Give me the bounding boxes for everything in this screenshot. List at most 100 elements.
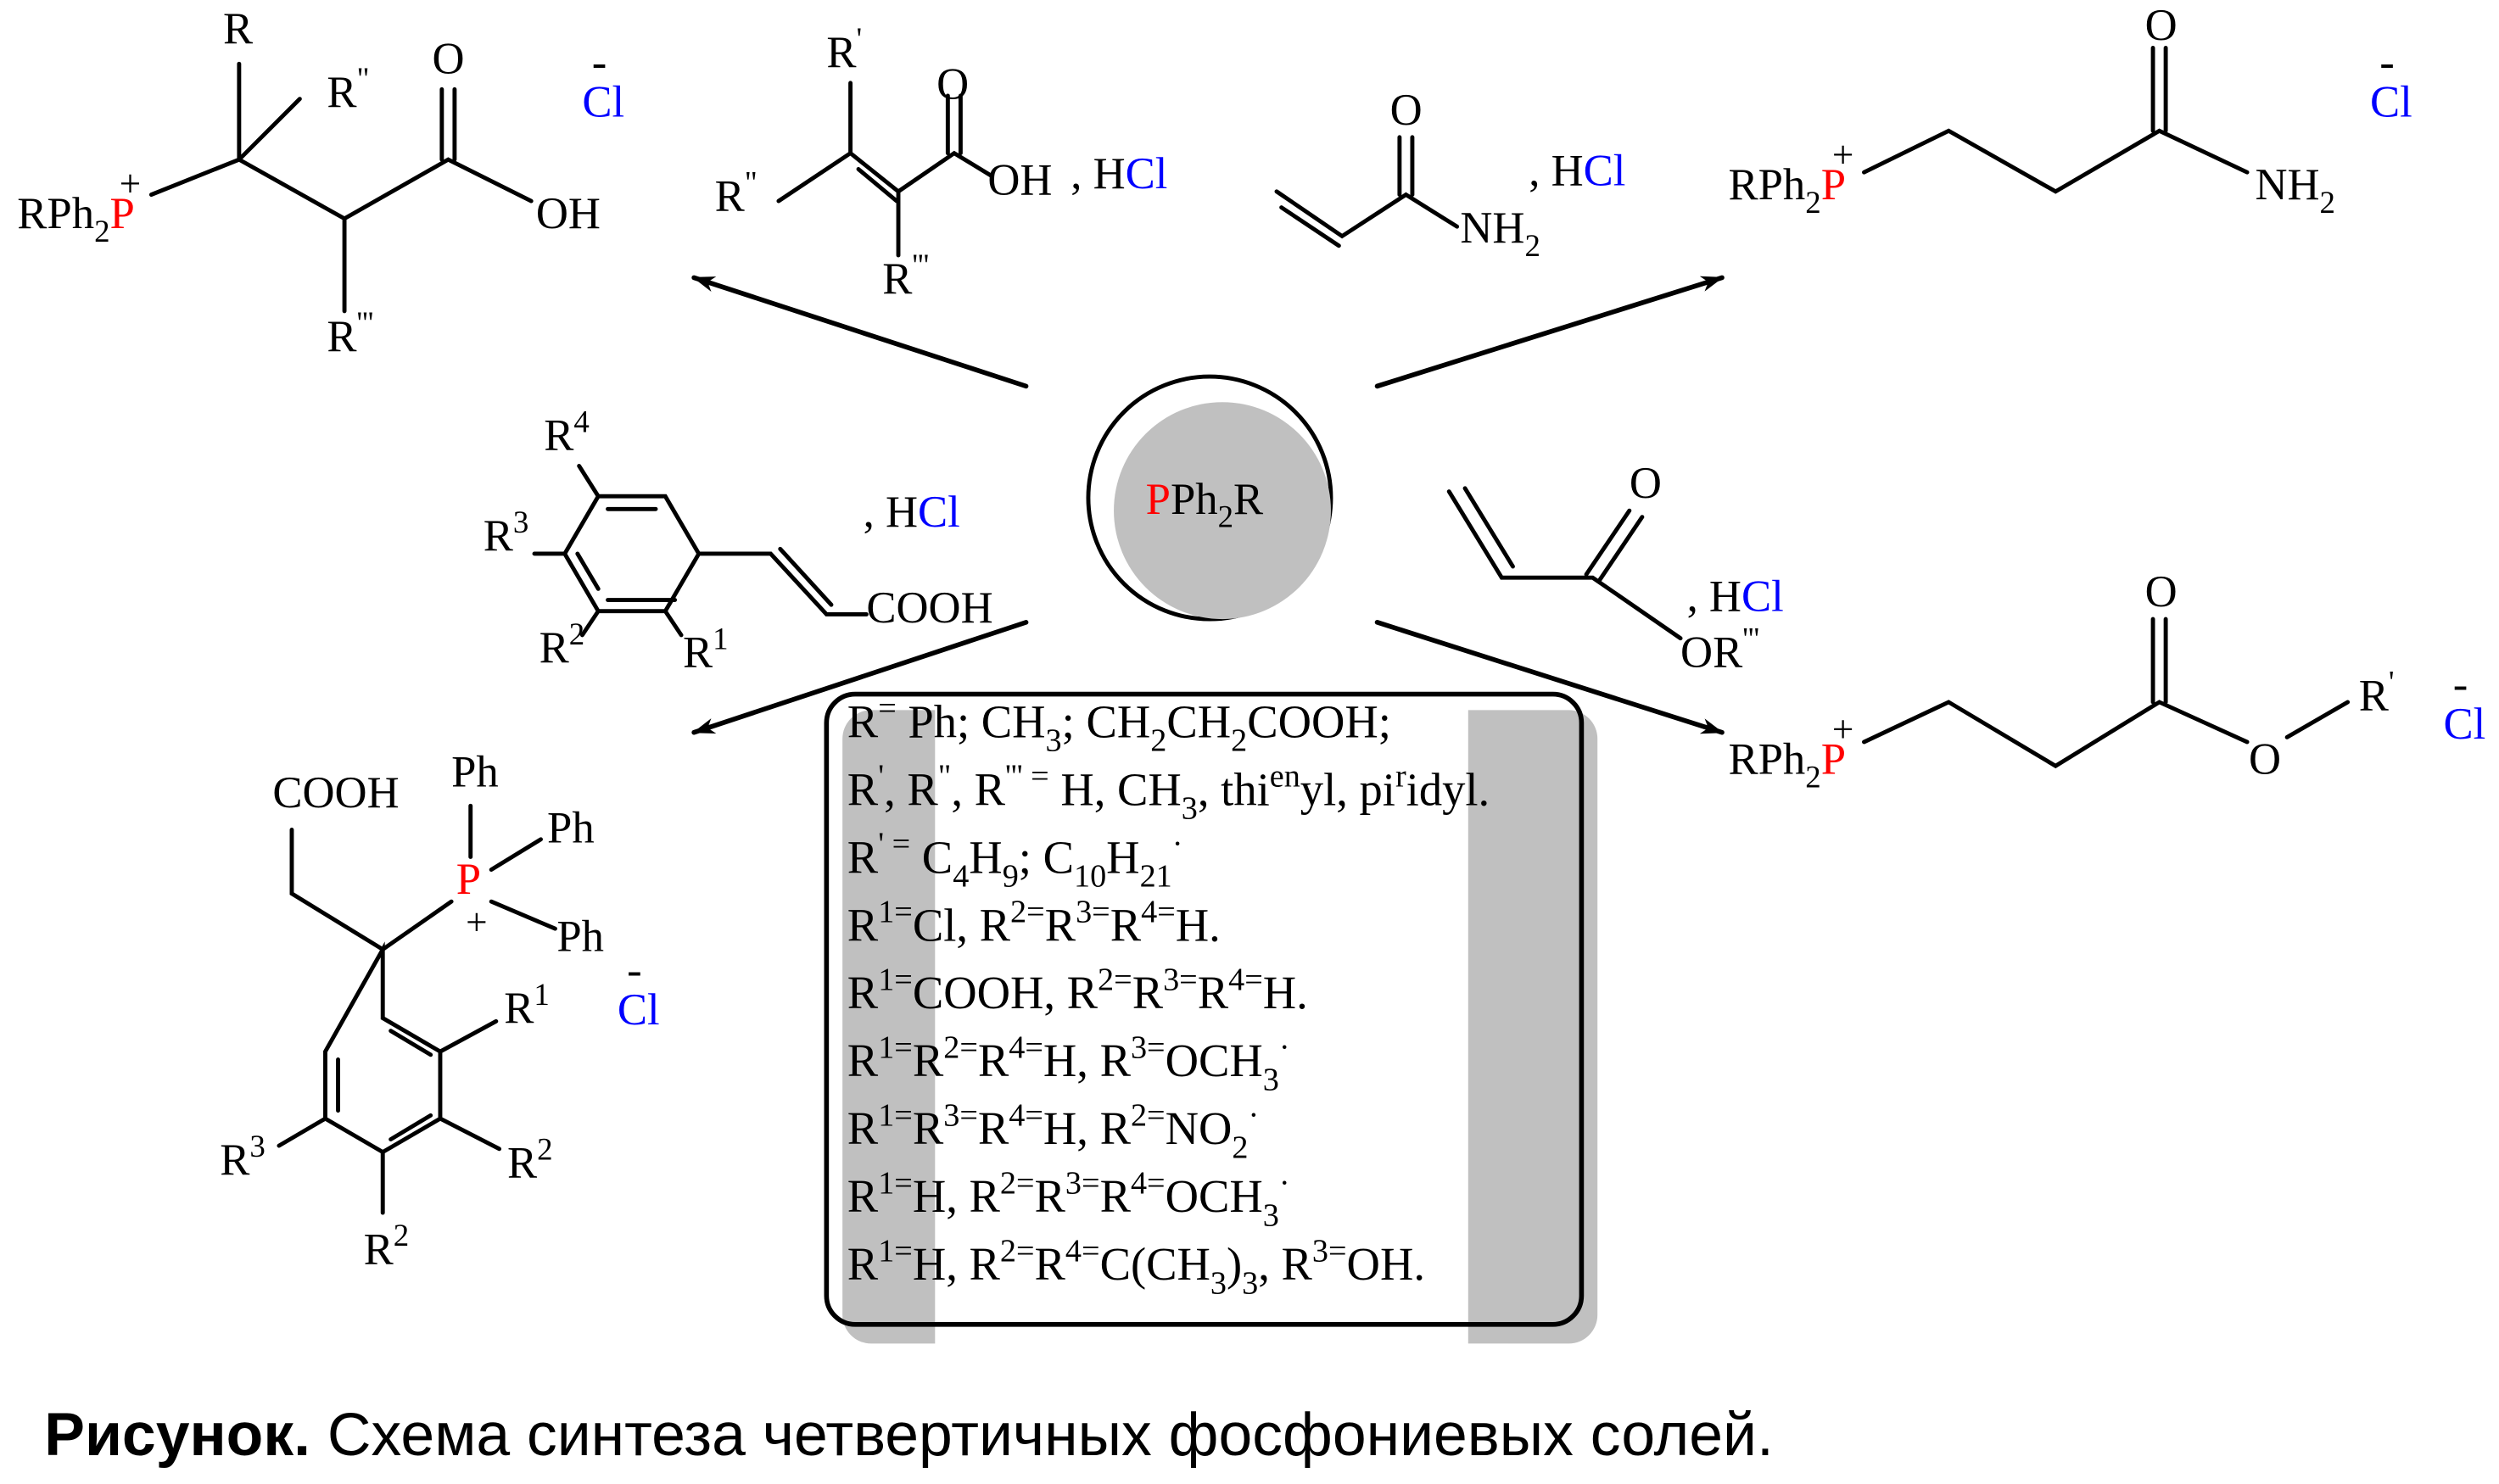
- formula-segment: 4=: [1065, 1233, 1100, 1269]
- formula-segment: 1: [713, 621, 728, 656]
- formula-segment: R: [847, 1102, 879, 1154]
- substituent-list: R= Ph; CH3; CH2CH2COOH;R', R", R''' = H,…: [847, 691, 1490, 1302]
- phosphine-formula: PPh2R: [1146, 475, 1264, 534]
- formula-segment: CH: [1166, 695, 1231, 747]
- formula-segment: ·: [1172, 826, 1183, 862]
- formula-segment: ': [2389, 664, 2395, 699]
- formula-segment: 2=: [1000, 1233, 1035, 1269]
- formula-segment: 4=: [1131, 1165, 1166, 1201]
- formula-segment: 2: [1805, 185, 1820, 220]
- formula-segment: R: [1132, 967, 1164, 1018]
- formula-segment: en: [1270, 759, 1300, 795]
- chloride-anion: Cl: [618, 985, 660, 1035]
- formula-segment: 3=: [1312, 1233, 1347, 1269]
- formula-segment: 3=: [943, 1097, 978, 1133]
- circle-shadow: [1114, 402, 1331, 620]
- formula-segment: NO: [1166, 1102, 1233, 1154]
- formula-segment: Cl: [582, 77, 624, 126]
- label-hydroxyl: OH: [987, 156, 1052, 205]
- formula-segment: R: [847, 1035, 879, 1086]
- label-r1: R1: [504, 977, 550, 1033]
- formula-segment: Cl: [618, 985, 660, 1035]
- label-phenyl: Ph: [556, 912, 604, 962]
- formula-segment: P: [1146, 475, 1171, 524]
- formula-segment: 3: [1263, 1198, 1279, 1234]
- formula-segment: RPh: [1729, 160, 1806, 209]
- formula-segment: H, R: [1043, 1035, 1132, 1086]
- formula-segment: R: [327, 68, 357, 117]
- formula-segment: R: [504, 984, 534, 1033]
- substituent-line: R1=COOH, R2=R3=R4=H.: [847, 962, 1308, 1018]
- formula-segment: ''': [912, 248, 929, 282]
- formula-segment: , H: [1529, 146, 1583, 195]
- plus-charge: +: [466, 901, 487, 944]
- hcl-label: , HCl: [1529, 146, 1625, 195]
- formula-segment: R: [847, 763, 879, 815]
- substituent-line: R' = C4H9; C10H21·: [847, 826, 1183, 894]
- phosphonium-cation: RPh2P: [1729, 735, 1847, 795]
- label-r1: R1: [683, 621, 729, 677]
- reagent-cinnamic-acid: R4 R3 R2 R1 COOH , HCl: [484, 404, 993, 678]
- label-ester-oxygen: O: [2249, 735, 2281, 784]
- label-r-triple-prime: R''': [327, 305, 373, 361]
- label-r3: R3: [484, 505, 529, 561]
- formula-segment: ·: [1279, 1029, 1290, 1065]
- formula-segment: H, R: [913, 1170, 1001, 1222]
- formula-segment: ''': [1742, 621, 1759, 656]
- substituent-line: R= Ph; CH3; CH2CH2COOH;: [847, 691, 1391, 759]
- formula-segment: 3=: [1131, 1029, 1166, 1065]
- formula-segment: 2=: [943, 1029, 978, 1065]
- caption-text: Схема синтеза четвертичных фосфониевых с…: [310, 1401, 1774, 1469]
- reagent-acrylamide: O NH2 , HCl: [1274, 86, 1625, 263]
- plus-charge: +: [1832, 134, 1853, 176]
- formula-segment: ': [878, 759, 884, 795]
- formula-segment: 4: [573, 404, 589, 439]
- formula-segment: , H: [1687, 572, 1741, 622]
- formula-segment: ''': [357, 305, 374, 340]
- label-r-triple-prime: R''': [882, 248, 929, 304]
- substituent-box: R= Ph; CH3; CH2CH2COOH;R', R", R''' = H,…: [824, 691, 1598, 1347]
- formula-segment: 2: [1524, 228, 1540, 263]
- hcl-label: , HCl: [1687, 572, 1784, 622]
- plus-charge: +: [120, 162, 141, 204]
- formula-segment: Cl: [1126, 149, 1168, 198]
- chloride-anion: Cl: [582, 77, 624, 126]
- formula-segment: , R: [951, 763, 1005, 815]
- formula-segment: , thi: [1198, 763, 1270, 815]
- formula-segment: R: [683, 628, 713, 678]
- formula-segment: 10: [1074, 859, 1106, 895]
- formula-segment: R: [220, 1135, 250, 1185]
- formula-segment: ": [938, 759, 952, 795]
- substituent-line: R1=H, R2=R4=C(CH3)3, R3=OH.: [847, 1233, 1425, 1301]
- formula-segment: R: [539, 623, 570, 672]
- product-bottom-right: RPh2P + O O R' Cl -: [1729, 567, 2486, 794]
- formula-segment: Cl: [2444, 700, 2486, 749]
- formula-segment: P: [456, 855, 481, 904]
- formula-segment: ' =: [878, 826, 910, 862]
- formula-segment: 2: [1232, 1130, 1248, 1166]
- phosphorus-atom: P: [456, 855, 481, 904]
- label-r-prime: R': [826, 21, 862, 77]
- formula-segment: R: [847, 1238, 879, 1290]
- formula-segment: 21: [1140, 859, 1172, 895]
- box-outline: [824, 691, 1585, 1327]
- formula-segment: 3=: [1065, 1165, 1100, 1201]
- formula-segment: H: [969, 831, 1002, 883]
- formula-segment: R: [847, 1170, 879, 1222]
- formula-segment: ): [1227, 1238, 1242, 1290]
- formula-segment: P: [1821, 735, 1846, 784]
- formula-segment: C(CH: [1100, 1238, 1210, 1290]
- minus-charge: -: [627, 946, 642, 995]
- label-oxygen: O: [1630, 459, 1662, 508]
- formula-segment: R: [978, 1035, 1009, 1086]
- formula-segment: R: [2359, 671, 2390, 720]
- formula-segment: 2=: [1010, 894, 1045, 929]
- formula-segment: Cl: [1741, 572, 1784, 622]
- label-r4: R4: [544, 404, 590, 460]
- formula-segment: Ph; CH: [897, 695, 1046, 747]
- formula-segment: 1=: [878, 1029, 913, 1065]
- formula-segment: 3=: [1076, 894, 1110, 929]
- formula-segment: 2: [2320, 185, 2335, 220]
- label-oxygen: O: [936, 60, 969, 109]
- formula-segment: 1=: [878, 1165, 913, 1201]
